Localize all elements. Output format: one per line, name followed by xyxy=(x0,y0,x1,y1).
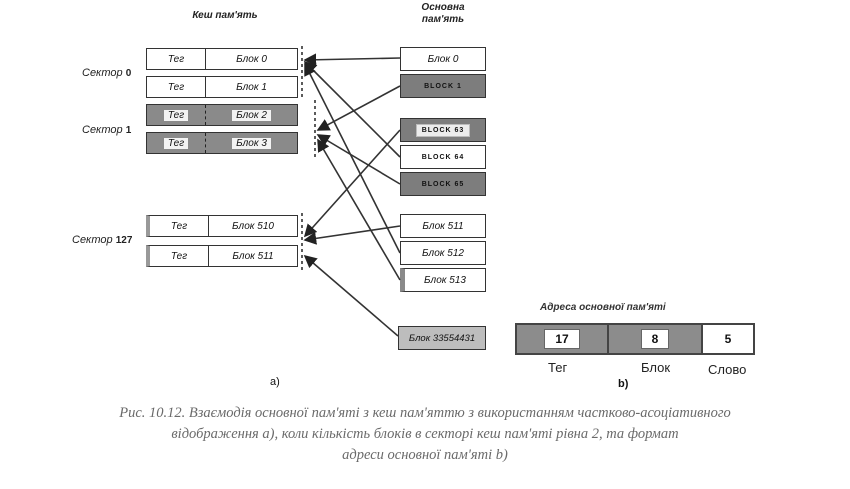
address-label-block: Блок xyxy=(641,360,671,375)
cache-line-0: Тег Блок 0 xyxy=(146,48,298,70)
memory-block-33554431: Блок 33554431 xyxy=(398,326,486,350)
memory-block-513: Блок 513 xyxy=(400,268,486,292)
caption-line-2: відображення а), коли кількість блоків в… xyxy=(171,426,679,442)
link-block65-sector1 xyxy=(316,134,401,185)
cache-tag-2: Тег xyxy=(147,105,206,125)
cache-tag-510: Тег xyxy=(150,216,209,236)
memory-block-512: Блок 512 xyxy=(400,241,486,265)
address-field-word: 5 xyxy=(703,325,753,353)
cache-tag-0: Тег xyxy=(147,49,206,69)
link-block33554431-sector127 xyxy=(303,254,399,337)
sector-1-label: Сектор 1 xyxy=(82,124,131,136)
cache-block-0: Блок 0 xyxy=(236,53,267,65)
sector-127-word: Сектор xyxy=(72,234,113,246)
address-format-title: Адреса основної пам'яті xyxy=(540,302,666,313)
sector-1-word: Сектор xyxy=(82,124,123,136)
cache-tag-3: Тег xyxy=(147,133,206,153)
diagram-a-label: а) xyxy=(270,376,280,388)
link-block63-sector127 xyxy=(303,129,401,238)
sector-127-number: 127 xyxy=(115,235,133,246)
memory-block-511: Блок 511 xyxy=(400,214,486,238)
cache-line-1: Тег Блок 1 xyxy=(146,76,298,98)
sector-127-label: Сектор 127 xyxy=(72,234,132,246)
address-field-block: 8 xyxy=(609,325,703,353)
cache-line-511: Тег Блок 511 xyxy=(146,245,298,267)
sector-0-label: Сектор 0 xyxy=(82,67,131,79)
main-memory-header-line2: пам'ять xyxy=(421,14,465,25)
cache-block-510: Блок 510 xyxy=(232,220,274,232)
link-block1-sector1 xyxy=(316,85,401,131)
memory-block-0: Блок 0 xyxy=(400,47,486,71)
address-format-box: 17 8 5 xyxy=(515,323,755,355)
figure-caption: Рис. 10.12. Взаємодія основної пам'яті з… xyxy=(0,403,850,466)
main-memory-header-line1: Основна xyxy=(421,2,465,13)
caption-line-1: Рис. 10.12. Взаємодія основної пам'яті з… xyxy=(119,405,731,421)
cache-block-1: Блок 1 xyxy=(236,81,267,93)
cache-memory-header: Кеш пам'ять xyxy=(192,10,258,21)
link-block513-sector1 xyxy=(317,138,401,281)
link-block511-sector127 xyxy=(303,225,401,245)
cache-block-511: Блок 511 xyxy=(232,250,274,262)
caption-line-3: адреси основної пам'яті b) xyxy=(342,447,508,463)
cache-tag-511: Тег xyxy=(150,246,209,266)
link-block0-sector0 xyxy=(303,53,401,67)
cache-line-2: Тег Блок 2 xyxy=(146,104,298,126)
memory-block-1: BLOCK 1 xyxy=(400,74,486,98)
cache-block-3: Блок 3 xyxy=(206,133,297,153)
address-field-tag: 17 xyxy=(517,325,609,353)
link-block512-sector0 xyxy=(304,62,401,254)
cache-line-3: Тег Блок 3 xyxy=(146,132,298,154)
memory-block-64: BLOCK 64 xyxy=(400,145,486,169)
memory-block-63: BLOCK 63 xyxy=(400,118,486,142)
address-label-word: Слово xyxy=(708,362,747,377)
sector-1-number: 1 xyxy=(125,125,132,136)
memory-block-65: BLOCK 65 xyxy=(400,172,486,196)
link-block64-sector0 xyxy=(303,60,401,158)
address-label-tag: Тег xyxy=(548,360,568,375)
main-memory-header: Основна пам'ять xyxy=(395,2,491,26)
cache-tag-1: Тег xyxy=(147,77,206,97)
cache-line-510: Тег Блок 510 xyxy=(146,215,298,237)
diagram-b-label: b) xyxy=(618,378,629,390)
sector-0-word: Сектор xyxy=(82,67,123,79)
sector-0-number: 0 xyxy=(125,68,132,79)
cache-block-2: Блок 2 xyxy=(206,105,297,125)
